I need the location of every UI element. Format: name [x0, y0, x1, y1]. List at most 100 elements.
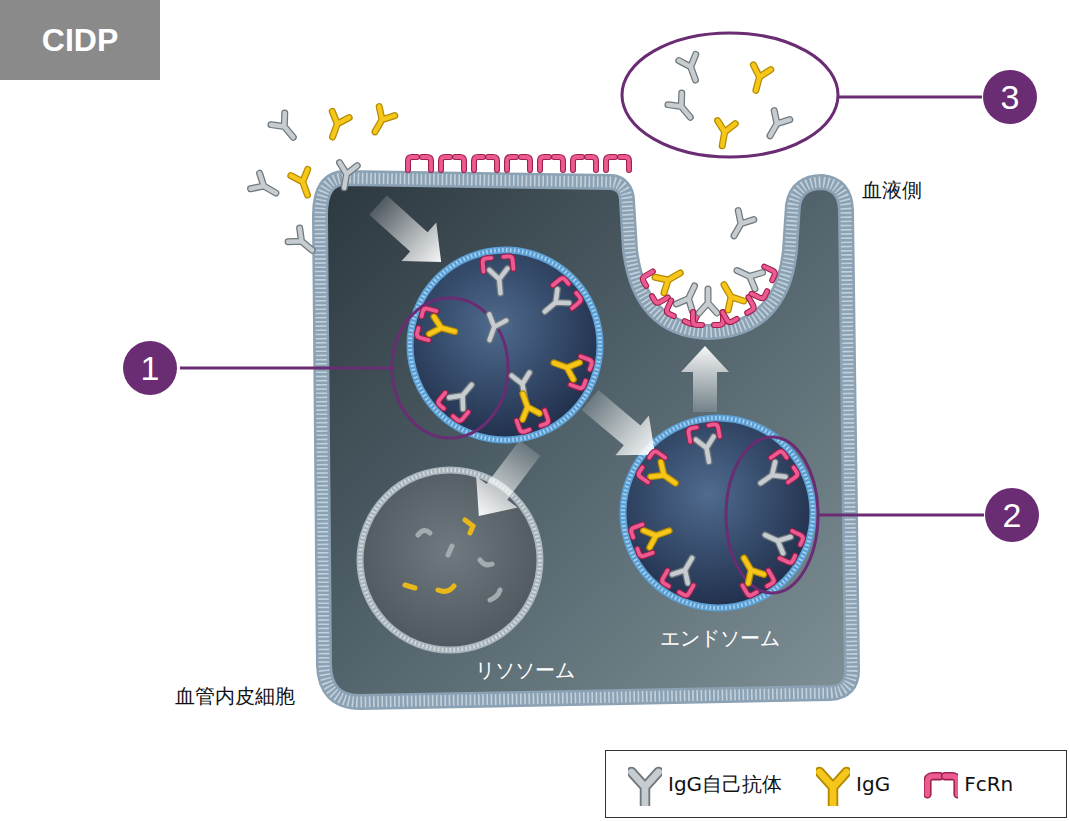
antibody-icon: [731, 551, 775, 597]
fcrn-icon: [743, 581, 757, 597]
fcrn-icon: [536, 410, 549, 425]
antibody-shape: [251, 173, 281, 201]
legend-item: IgG: [816, 762, 890, 806]
antibody-shape: [762, 111, 790, 141]
fcrn-icon: [652, 290, 668, 304]
antibodies: [251, 54, 805, 596]
fcrn-icon: [422, 308, 437, 320]
labelled-part: 血管内皮細胞リソソームエンドソーム: [170, 160, 870, 708]
antibody-shape: [644, 522, 673, 547]
part-name: エンドソーム: [660, 626, 780, 650]
antibody-shape: [449, 379, 478, 409]
antibody-icon: [661, 551, 705, 597]
fcrn-icon: [661, 570, 675, 586]
fcrn-icon: [578, 357, 593, 370]
antibody-icon: [711, 277, 755, 323]
legend-sample: [816, 762, 850, 806]
fcrn-icon: [437, 393, 452, 409]
fcrn-icon: [441, 157, 450, 170]
antibody-shape: [726, 211, 754, 241]
fcrn-icon: [587, 157, 596, 170]
antibody-shape: [551, 354, 580, 379]
label-holder: 2: [985, 488, 1039, 542]
antibody-shape: [367, 107, 395, 137]
fcrn-icon: [945, 776, 958, 794]
antibody-icon: [713, 121, 735, 148]
antibody-shape: [736, 554, 764, 584]
flow-arrows: [361, 186, 729, 532]
fcrn-icon: [488, 157, 497, 170]
fcrn-icon: [453, 406, 468, 422]
label-holder: 3: [983, 70, 1037, 124]
fcrn-icon: [455, 157, 464, 170]
antibody-icon: [291, 169, 316, 198]
cell-membrane: [320, 178, 852, 702]
fcrn-icon: [422, 157, 431, 170]
fcrn-icon: [620, 157, 629, 170]
antibody-shape: [291, 169, 316, 198]
label-holder: 1: [123, 341, 177, 395]
antibody-icon: [437, 375, 483, 422]
fcrn-icon: [928, 776, 941, 794]
fcrn-icon: [566, 293, 582, 308]
antibody-icon: [367, 107, 395, 137]
antibody-icon: [668, 93, 697, 123]
lysosome-fragments: [405, 520, 500, 600]
labelled-part: リソソーム: [355, 465, 595, 682]
labelled-part: エンドソーム: [615, 415, 825, 650]
callout-marks: [180, 33, 984, 593]
antibody-shape: [655, 265, 685, 293]
antibody-icon: [632, 772, 659, 806]
antibody-shape: [713, 121, 735, 148]
antibody-shape: [651, 462, 681, 491]
legend: IgG自己抗体 IgG FcRn: [605, 750, 1067, 818]
callout-circles: [123, 70, 1039, 542]
fcrn-icon: [679, 581, 693, 597]
antibody-shape: [761, 527, 790, 553]
fcrn-icon: [780, 550, 796, 564]
part-name: リソソーム: [475, 658, 575, 682]
callout-number: 1: [141, 348, 160, 389]
antibody-shape: [755, 462, 785, 491]
antibody-icon: [642, 260, 688, 304]
antibody-icon: [509, 389, 550, 433]
cell-body: [320, 178, 852, 702]
fcrn-icon: [771, 450, 787, 465]
antibody-shape: [271, 113, 300, 143]
fcrn-icon: [573, 157, 582, 170]
antibody-shape: [335, 163, 357, 190]
fcrn-icon: [474, 157, 483, 170]
antibody-icon: [688, 424, 724, 465]
antibody-icon: [324, 111, 349, 140]
title-holder: CIDP: [0, 0, 160, 80]
fcrn-icon: [741, 297, 755, 313]
antibody-shape: [747, 65, 771, 93]
antibody-icon: [482, 256, 515, 294]
fcrn-icon: [637, 544, 652, 557]
fcrn-icon: [709, 424, 720, 438]
legend-text: IgG自己抗体: [668, 772, 782, 796]
antibody-icon: [666, 280, 708, 325]
antibody-icon: [726, 211, 754, 241]
label-holder: 血液側: [862, 176, 962, 204]
title-badge: [0, 0, 160, 80]
antibody-icon: [762, 111, 790, 141]
antibody-icon: [630, 517, 674, 558]
fcrn-icon: [408, 157, 417, 170]
antibody-icon: [679, 54, 704, 83]
fcrn-icon: [752, 286, 768, 300]
fcrn-icon: [521, 157, 530, 170]
legend-text: FcRn: [964, 772, 1013, 796]
fcrn-icon: [723, 308, 737, 324]
antibody-shape: [539, 289, 569, 318]
antibody-icon: [335, 163, 357, 190]
fcrn-icon: [553, 277, 569, 292]
legend-sample: [628, 762, 662, 806]
legend-text: IgG: [856, 772, 890, 796]
fcrn-icon: [630, 525, 645, 538]
antibody-shape: [676, 282, 702, 311]
antibody-icon: [747, 65, 771, 93]
fcrn-icon: [760, 267, 776, 281]
callout-number: 2: [1003, 495, 1022, 536]
antibody-icon: [288, 228, 318, 257]
